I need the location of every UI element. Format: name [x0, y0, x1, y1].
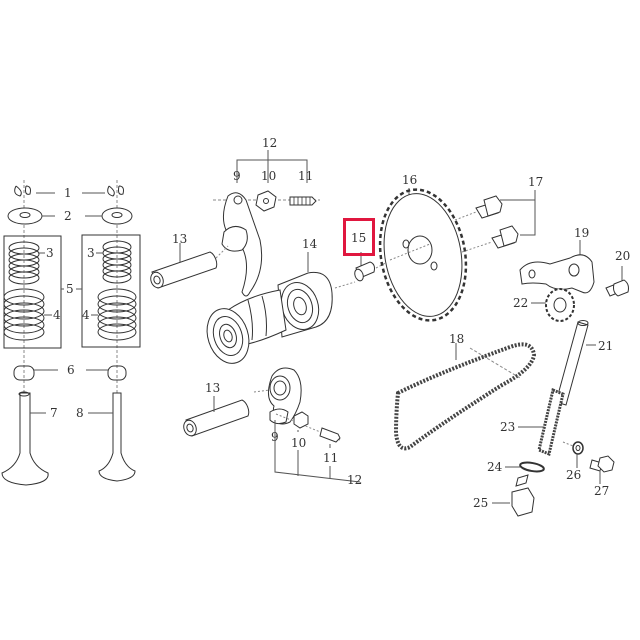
- label-26: 26: [566, 468, 582, 482]
- label-12-lower: 12: [347, 473, 363, 487]
- label-3-right: 3: [87, 246, 95, 260]
- label-7: 7: [50, 406, 58, 420]
- label-14: 14: [302, 237, 318, 251]
- sealing-washer: [505, 461, 545, 473]
- tensioner-plug: [492, 474, 535, 517]
- label-13-lower: 13: [205, 381, 221, 395]
- label-25: 25: [473, 496, 489, 510]
- label-13-upper: 13: [172, 232, 188, 246]
- washer: [562, 441, 584, 468]
- label-21: 21: [598, 339, 614, 353]
- label-3-left: 3: [46, 246, 54, 260]
- label-6: 6: [67, 363, 75, 377]
- sprocket-bolts: [454, 190, 536, 253]
- label-16: 16: [402, 173, 418, 187]
- label-12-upper: 12: [262, 136, 278, 150]
- rocker-shaft-lower: [183, 396, 250, 437]
- label-10-lower: 10: [291, 436, 307, 450]
- highlight-box: [343, 218, 375, 256]
- label-27: 27: [594, 484, 610, 498]
- label-20: 20: [615, 249, 631, 263]
- label-24: 24: [487, 460, 503, 474]
- bolt: [589, 455, 615, 484]
- label-15: 15: [351, 231, 367, 245]
- rocker-arm-assembly-lower: [253, 367, 361, 483]
- label-23: 23: [500, 420, 516, 434]
- tensioner-spring: [518, 387, 565, 457]
- label-11-upper: 11: [298, 169, 314, 183]
- label-9-lower: 9: [271, 430, 279, 444]
- label-2: 2: [64, 209, 72, 223]
- camshaft: [206, 252, 356, 364]
- rocker-arm-assembly-upper: [213, 150, 320, 297]
- label-1: 1: [64, 186, 72, 200]
- label-19: 19: [574, 226, 590, 240]
- rocker-shaft-upper: [150, 243, 229, 289]
- label-22: 22: [513, 296, 529, 310]
- label-10-upper: 10: [261, 169, 277, 183]
- valve-assembly-left: [1, 180, 62, 486]
- label-4-left: 4: [53, 308, 61, 322]
- label-17: 17: [528, 175, 544, 189]
- label-8: 8: [76, 406, 84, 420]
- valve-assembly-right: [81, 180, 141, 482]
- label-11-lower: 11: [323, 451, 339, 465]
- label-18: 18: [449, 332, 465, 346]
- cam-sprocket: [378, 188, 468, 322]
- tensioner-arm: [519, 240, 629, 322]
- tensioner-push-rod: [555, 320, 596, 406]
- cam-chain: [393, 342, 537, 451]
- label-4-right: 4: [82, 308, 90, 322]
- label-5: 5: [66, 282, 74, 296]
- label-9-upper: 9: [233, 169, 241, 183]
